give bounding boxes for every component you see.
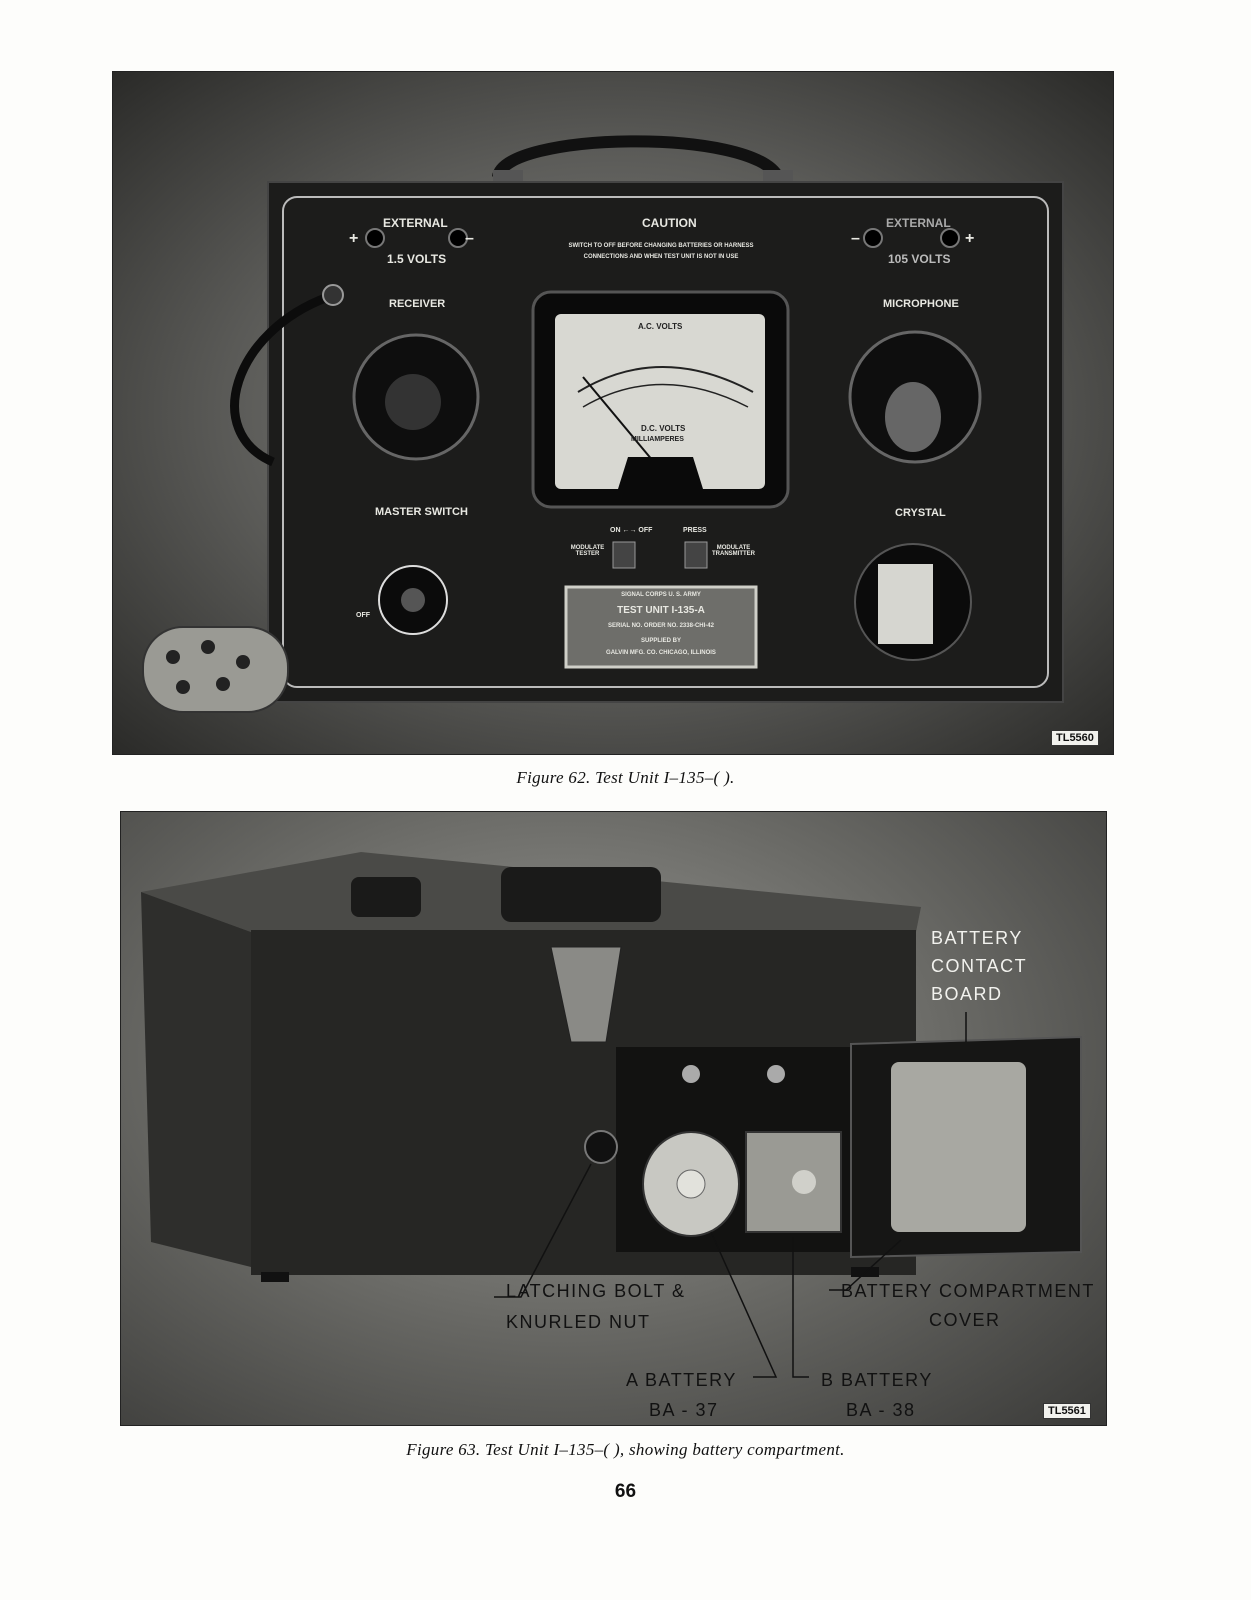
meter-scale-arc [577,366,754,393]
leader-latching-bolt [494,1163,592,1298]
plug-pin [236,655,250,669]
receiver-cable [230,292,330,467]
handle-bracket-left [493,170,523,182]
modulate-transmitter-label: MODULATE TRANSMITTER [712,545,755,557]
plug-pin [216,677,230,691]
page-number: 66 [614,1481,637,1502]
meter-top-label: A.C. VOLTS [638,322,683,331]
meter-face [555,314,765,489]
nameplate-line-3: SERIAL NO. ORDER NO. 2338-CHI-42 [608,623,714,629]
press-label: PRESS [683,527,707,534]
unit-foot [261,1272,289,1282]
figure-63-photo: BATTERY CONTACT BOARD LATCHING BOLT & KN… [120,811,1107,1426]
compartment-screw [767,1065,785,1083]
latch-hasp [550,946,622,1043]
label-latching-2: KNURLED NUT [506,1312,651,1332]
nameplate-line-1: SIGNAL CORPS U. S. ARMY [621,592,701,598]
volts-right-label: 105 VOLTS [888,252,951,266]
knob-top [351,877,421,917]
label-b-battery-1: B BATTERY [821,1370,933,1390]
nameplate-line-2: TEST UNIT I-135-A [617,605,705,616]
leader-b-battery [792,1237,809,1378]
microphone-label: MICROPHONE [883,298,959,310]
on-off-label: ON ←→ OFF [610,527,653,534]
label-cover-2: COVER [929,1310,1001,1330]
nameplate [564,585,758,669]
battery-contact-board [891,1062,1026,1232]
plus-left: + [349,230,359,247]
panel-border-line [282,196,1049,688]
crystal-holder [878,564,933,644]
plus-right: + [965,230,975,247]
microphone-grille [885,382,941,452]
nameplate-line-5: GALVIN MFG. CO. CHICAGO, ILLINOIS [606,650,716,656]
test-unit-front-illustration [142,135,1064,713]
plug-pin [201,640,215,654]
meter-bottom-label-1: D.C. VOLTS [641,424,686,433]
caution-label: CAUTION [642,216,697,230]
caution-text-2: CONNECTIONS AND WHEN TEST UNIT IS NOT IN… [583,254,739,260]
label-contact-board-1: BATTERY [931,928,1023,948]
knurled-nut [584,1130,618,1164]
figure-62-photo: EXTERNAL + – 1.5 VOLTS CAUTION SWITCH TO… [112,71,1114,755]
volts-left-label: 1.5 VOLTS [387,252,447,266]
label-cover-1: BATTERY COMPARTMENT [841,1281,1095,1301]
unit-side-face [141,892,251,1267]
meter-zero-adjust [618,457,703,489]
modulate-tester-label: MODULATE TESTER [570,545,605,557]
modulate-transmitter-button [684,541,708,569]
label-contact-board-3: BOARD [931,984,1003,1004]
figure-62-tag: TL5560 [1051,730,1099,746]
plug-pin [166,650,180,664]
label-a-battery-2: BA - 37 [649,1400,719,1420]
external-left-label: EXTERNAL [383,216,448,230]
master-switch-off: OFF [356,612,370,619]
meter-housing-top [501,867,661,922]
leader-cover [829,1239,902,1291]
modulate-tester-switch [612,541,636,569]
external-right-label: EXTERNAL [886,216,951,230]
label-latching-1: LATCHING BOLT & [506,1281,686,1301]
terminal-left-minus [448,228,468,248]
receiver-grille [385,374,441,430]
crystal-label: CRYSTAL [895,507,946,519]
terminal-right-minus [863,228,883,248]
compartment-screw [682,1065,700,1083]
harness-plug [142,626,289,713]
label-a-battery-1: A BATTERY [626,1370,737,1390]
battery-compartment-illustration [141,852,1082,1378]
label-b-battery-2: BA - 38 [846,1400,916,1420]
master-switch-knob [401,588,425,612]
a-battery-terminal [676,1169,706,1199]
figure-63-tag: TL5561 [1043,1403,1091,1419]
minus-left: – [465,230,474,247]
meter-bottom-label-2: MILLIAMPERES [631,436,684,443]
caution-text-1: SWITCH TO OFF BEFORE CHANGING BATTERIES … [568,243,754,249]
cable-grommet [322,284,344,306]
terminal-right-plus [940,228,960,248]
handle-bracket-right [763,170,793,182]
minus-right: – [851,230,860,247]
receiver-label: RECEIVER [389,298,446,310]
figure-63-caption: Figure 63. Test Unit I–135–( ), showing … [406,1440,845,1459]
nameplate-line-4: SUPPLIED BY [640,638,681,644]
master-switch-label: MASTER SWITCH [375,506,468,518]
carry-handle [492,135,784,181]
leader-a-battery [710,1231,778,1378]
meter-needle [582,376,659,468]
b-battery-terminal [792,1170,816,1194]
label-contact-board-2: CONTACT [931,956,1028,976]
figure-62-caption: Figure 62. Test Unit I–135–( ). [516,768,735,787]
terminal-left-plus [365,228,385,248]
plug-pin [176,680,190,694]
